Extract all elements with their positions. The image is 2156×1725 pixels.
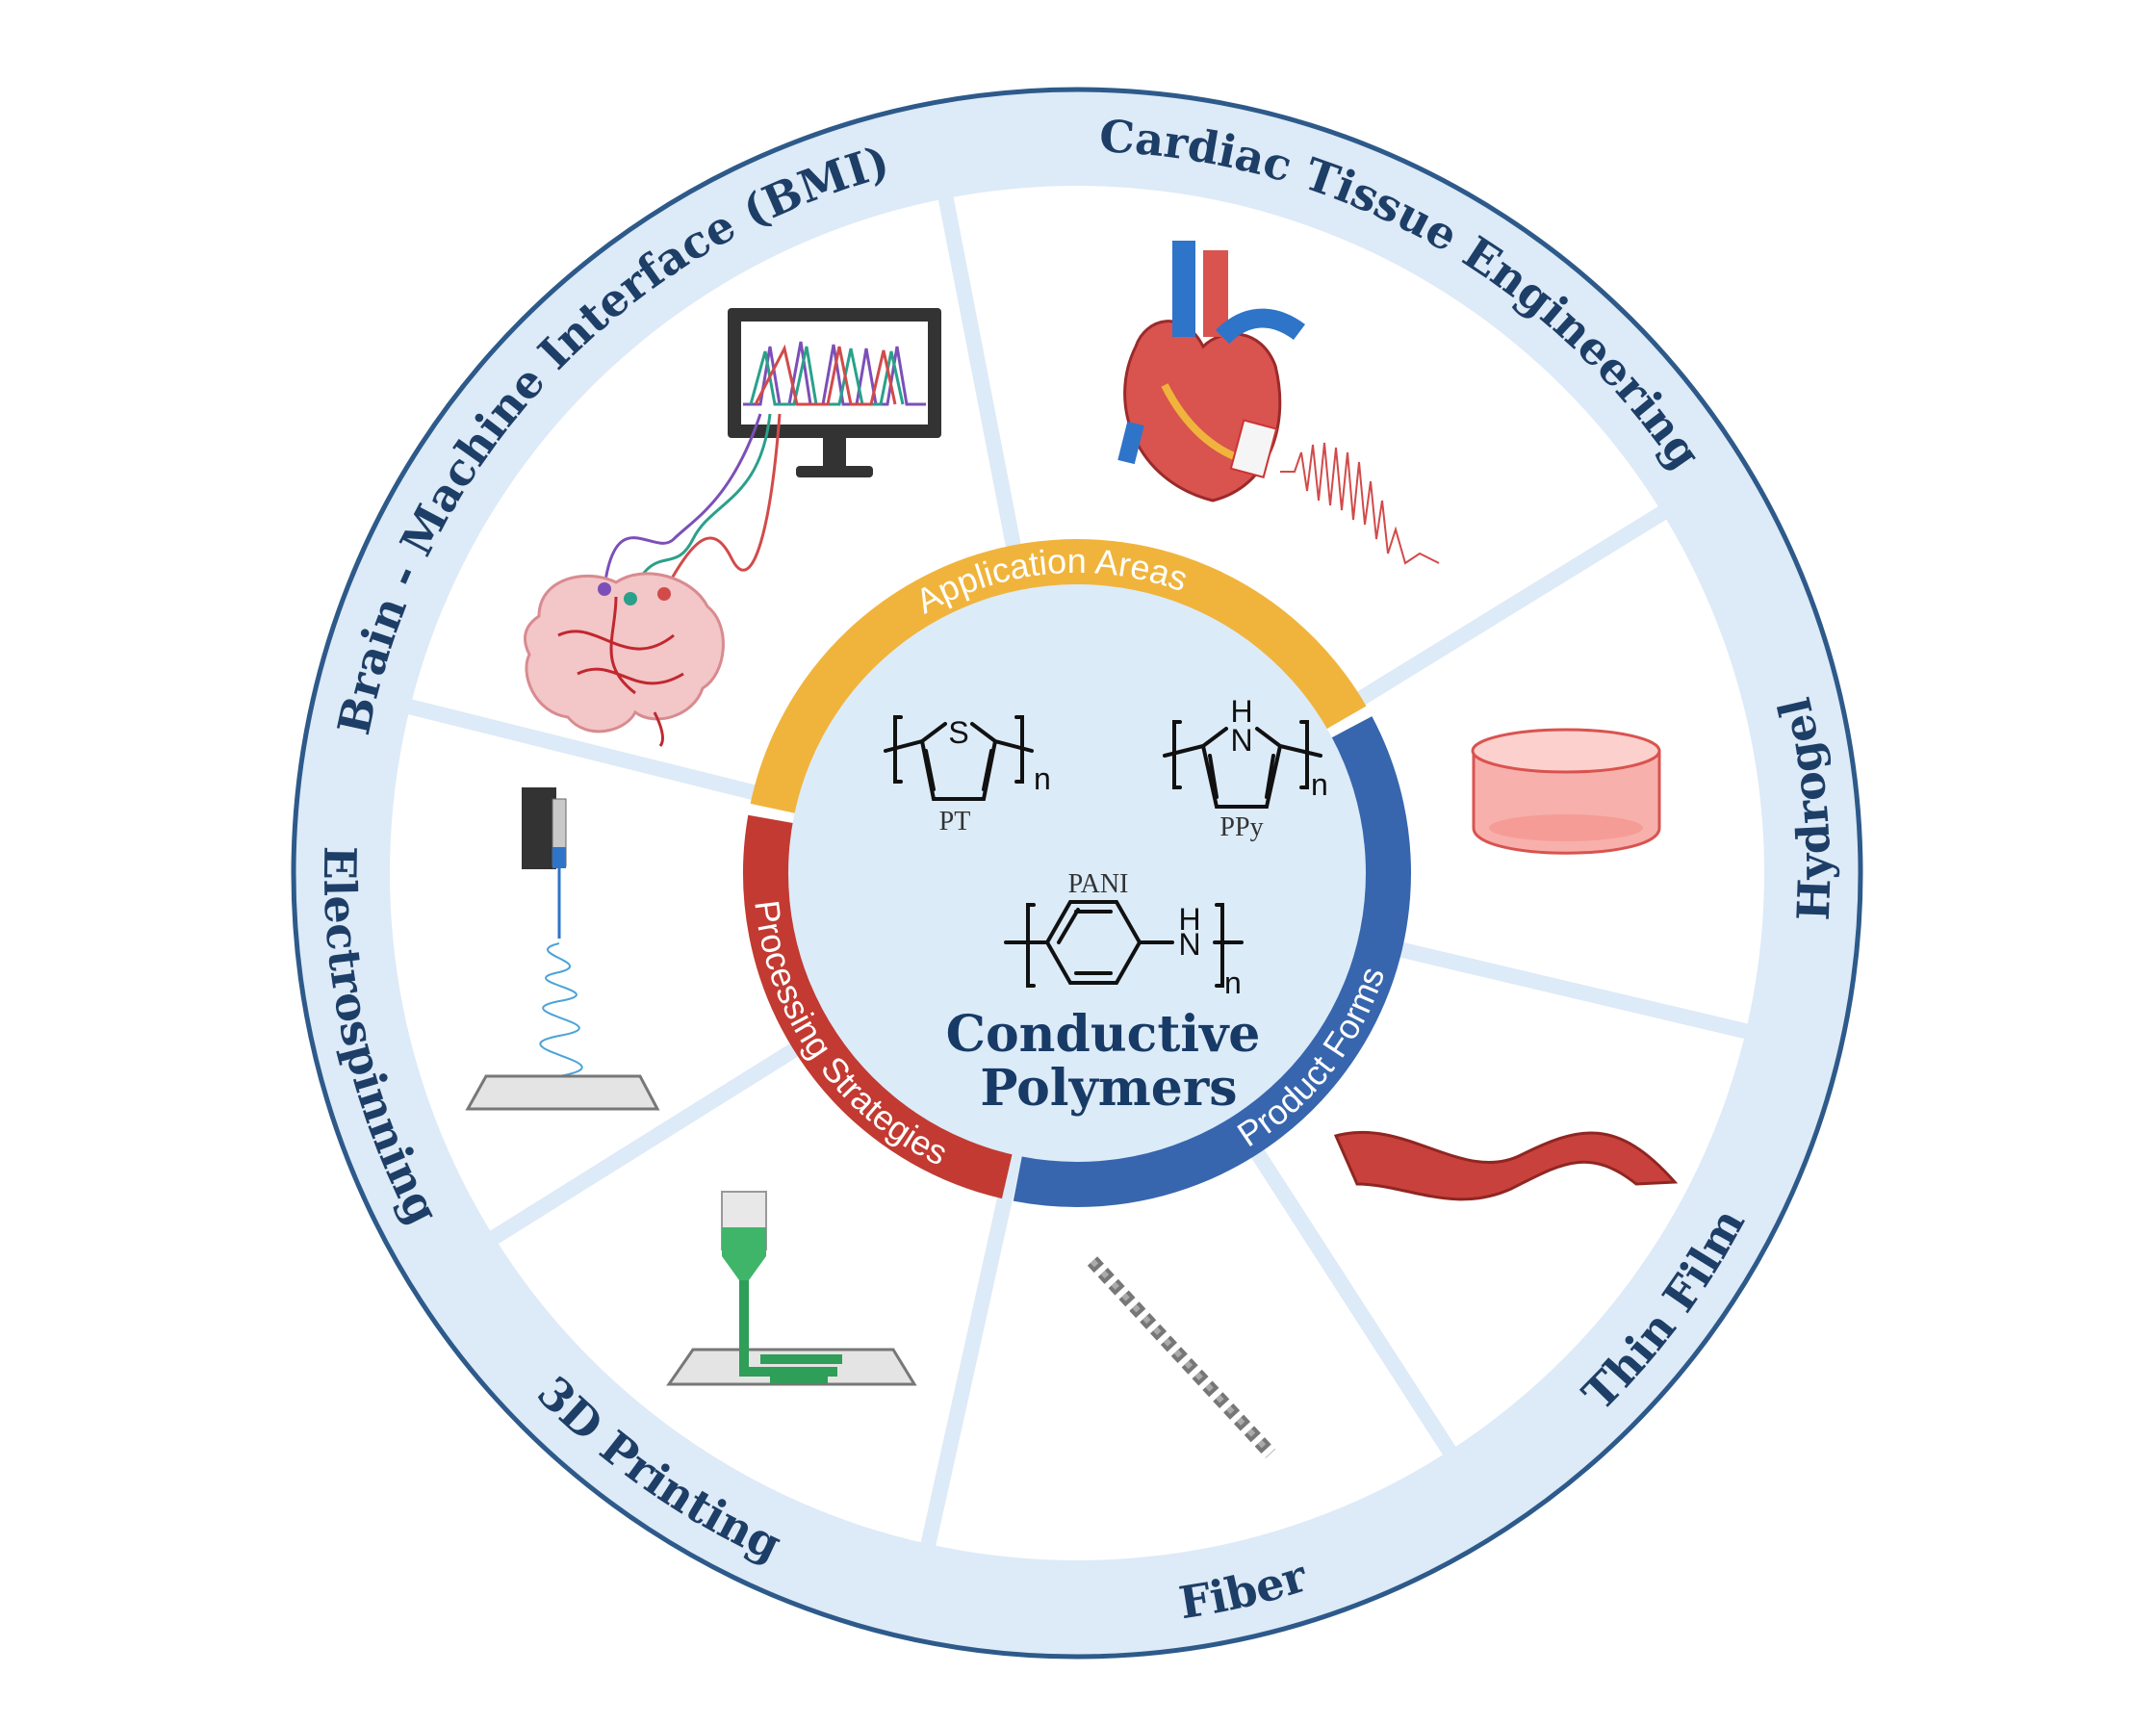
title-line-2: Polymers bbox=[980, 1059, 1237, 1118]
electrospinning-icon bbox=[465, 787, 660, 1111]
segment-divider bbox=[1356, 932, 1754, 1041]
segment-divider bbox=[485, 1019, 836, 1248]
ppy-structure: H N n PPy bbox=[1163, 694, 1328, 842]
heart-icon bbox=[1117, 241, 1440, 565]
ppy-heteroatom: N bbox=[1230, 723, 1252, 758]
inner-arc-processing-strategies bbox=[743, 814, 1013, 1199]
segment-divider bbox=[1319, 502, 1672, 729]
segment-divider bbox=[402, 698, 799, 811]
ppy-label: PPy bbox=[1219, 812, 1263, 842]
fiber-icon bbox=[1087, 1256, 1276, 1458]
pt-structure: S n PT bbox=[884, 715, 1051, 837]
pani-label: PANI bbox=[1068, 869, 1129, 899]
pt-label: PT bbox=[939, 807, 971, 837]
segment-dividers bbox=[402, 191, 1754, 1552]
inner-arc-application-areas bbox=[750, 539, 1367, 813]
pani-heteroatom: N bbox=[1178, 927, 1200, 962]
pani-structure: PANI H N n bbox=[1004, 869, 1244, 1000]
center-disk bbox=[788, 584, 1366, 1162]
ppy-heteroatom-h: H bbox=[1230, 694, 1252, 729]
thin-film-icon bbox=[1333, 1130, 1679, 1201]
segment-divider bbox=[937, 191, 1030, 592]
ppy-subscript: n bbox=[1311, 767, 1328, 802]
inner-arc-product-forms bbox=[1013, 716, 1411, 1207]
segment-divider bbox=[1226, 1111, 1459, 1460]
hydrogel-icon bbox=[1471, 728, 1661, 855]
title-line-1: Conductive bbox=[946, 1005, 1261, 1064]
pt-heteroatom: S bbox=[948, 715, 968, 750]
pt-subscript: n bbox=[1034, 761, 1051, 796]
brain-icon bbox=[524, 572, 725, 747]
pani-subscript: n bbox=[1224, 965, 1242, 1000]
pani-heteroatom-h: H bbox=[1178, 902, 1200, 937]
segment-divider bbox=[919, 1153, 1022, 1552]
monitor-icon bbox=[603, 308, 941, 598]
3d-printer-icon bbox=[666, 1191, 917, 1386]
inner-ring bbox=[743, 539, 1411, 1207]
